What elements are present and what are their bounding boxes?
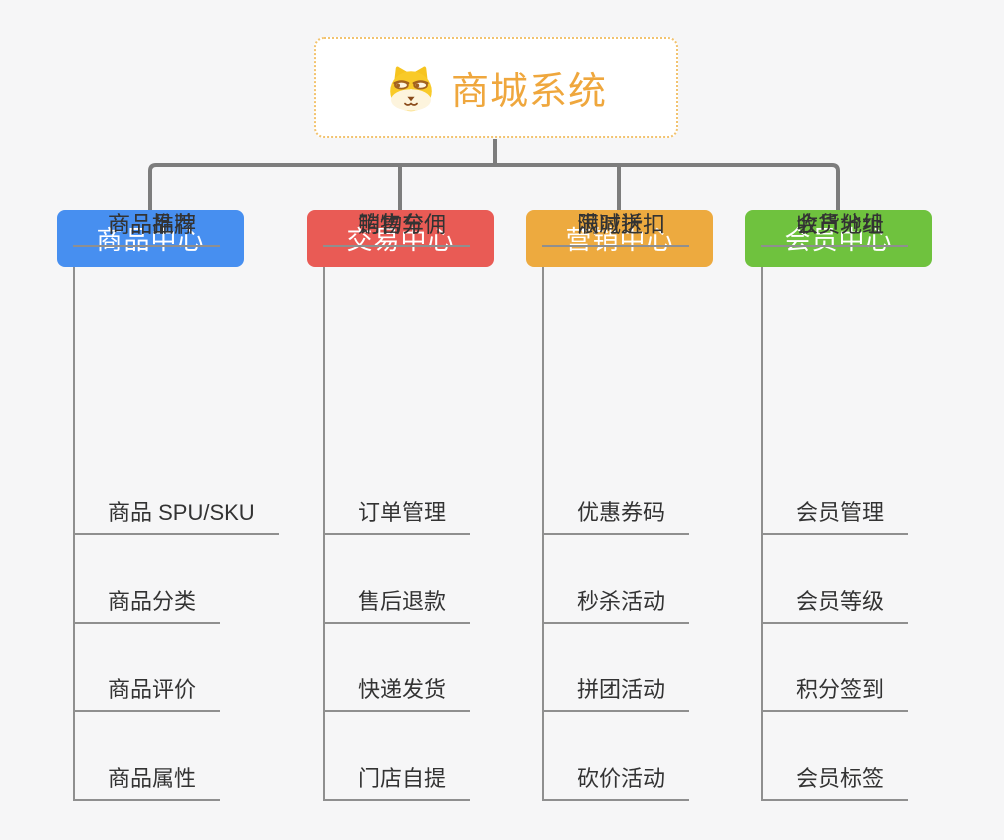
branch-node-member-center[interactable]: 会员中心 xyxy=(745,210,932,267)
dog-icon xyxy=(390,66,432,111)
tree-item[interactable]: 积分签到 xyxy=(761,675,909,712)
tree-item[interactable]: 收货地址 xyxy=(761,210,909,247)
tree-item[interactable]: 商品分类 xyxy=(73,587,221,624)
tree-item[interactable]: 门店自提 xyxy=(323,764,471,801)
branch-product-center: 商品中心 商品 SPU/SKU 商品分类 商品评价 商品属性 商品推荐 商品品牌 xyxy=(57,210,307,810)
branch-marketing-center: 营销中心 优惠券码 秒杀活动 拼团活动 砍价活动 限时折扣 满减送 xyxy=(526,210,776,810)
branch-node-trade-center[interactable]: 交易中心 xyxy=(307,210,494,267)
tree-item[interactable]: 秒杀活动 xyxy=(542,587,690,624)
bus-line xyxy=(148,163,840,210)
tree-item[interactable]: 销售分佣 xyxy=(323,210,471,247)
tree-item[interactable]: 商品评价 xyxy=(73,675,221,712)
tree-item[interactable]: 满减送 xyxy=(542,210,668,247)
tree-item[interactable]: 拼团活动 xyxy=(542,675,690,712)
root-node[interactable]: 商城系统 xyxy=(314,37,678,138)
tree-item[interactable]: 商品属性 xyxy=(73,764,221,801)
tree-item[interactable]: 会员等级 xyxy=(761,587,909,624)
branch-node-product-center[interactable]: 商品中心 xyxy=(57,210,244,267)
branch-node-marketing-center[interactable]: 营销中心 xyxy=(526,210,713,267)
tree-item[interactable]: 会员标签 xyxy=(761,764,909,801)
branch-trade-center: 交易中心 订单管理 售后退款 快递发货 门店自提 购物车 销售分佣 xyxy=(307,210,557,810)
tree-item[interactable]: 商品 SPU/SKU xyxy=(73,498,279,535)
tree-item[interactable]: 订单管理 xyxy=(323,498,471,535)
tree-item[interactable]: 商品品牌 xyxy=(73,210,221,247)
tree-item[interactable]: 会员管理 xyxy=(761,498,909,535)
branch-member-center: 会员中心 会员管理 会员等级 积分签到 会员标签 会员分组 收货地址 xyxy=(745,210,995,810)
tree-item[interactable]: 砍价活动 xyxy=(542,764,690,801)
tree-item[interactable]: 快递发货 xyxy=(323,675,471,712)
root-title: 商城系统 xyxy=(450,71,607,113)
tree-item[interactable]: 售后退款 xyxy=(323,587,471,624)
tree-item[interactable]: 优惠券码 xyxy=(542,498,690,535)
